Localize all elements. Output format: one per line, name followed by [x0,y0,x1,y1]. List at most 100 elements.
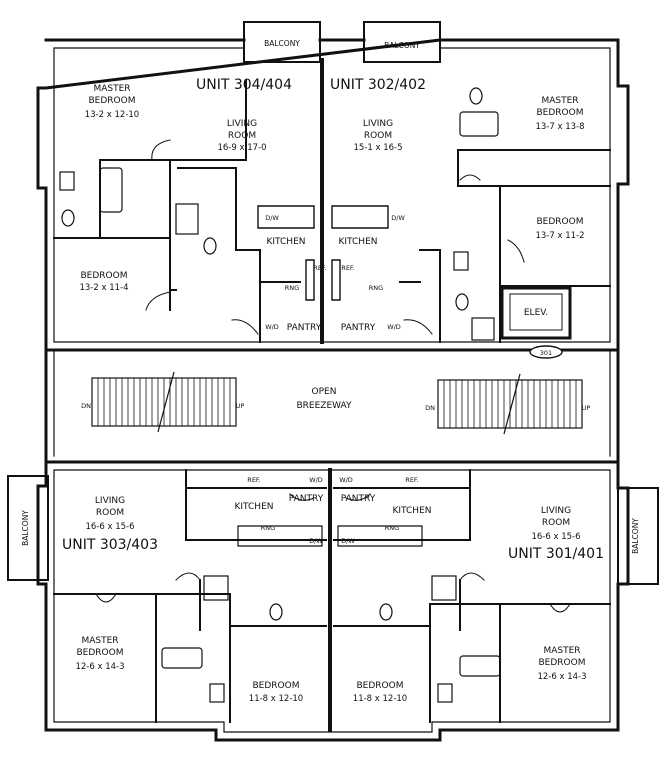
bottom-outer-wall [36,460,630,742]
balcony-top-right-label: BALCONY [384,41,420,50]
toilet-302b [455,293,469,311]
unit-302-walls [399,149,611,343]
unit-303-living-name2: ROOM [96,508,124,518]
unit-304-master-name1: MASTER [93,84,130,94]
fixtures [59,87,501,703]
unit-302-bedroom-dims: 13-7 x 11-2 [535,231,584,241]
labels: BALCONY BALCONY BALCONY BALCONY UNIT 304… [21,39,640,704]
sink-303 [209,683,225,703]
elevator-car [509,293,563,331]
bathtub-304 [99,167,123,213]
shower-303 [203,575,229,601]
unit-304-rng: RNG [285,284,299,292]
breezeway-line2: BREEZEWAY [296,401,352,411]
kitchen-top-walls [257,205,389,301]
unit-302-master-name2: BEDROOM [537,108,584,118]
bottom-inner-wall [53,469,611,733]
door-swings-top [145,139,525,335]
unit-303-master-name1: MASTER [81,636,118,646]
elevator-shaft [500,286,572,340]
unit-302-rng: RNG [369,284,383,292]
unit-301-dw: D/W [341,537,355,545]
unit-303-walls [53,469,327,723]
unit-304-living-name2: ROOM [228,131,256,141]
unit-304-bedroom-dims: 13-2 x 11-4 [79,283,128,293]
unit-301-pantry: PANTRY [341,494,376,504]
unit-301-master-name1: MASTER [543,646,580,656]
bathtub-302 [459,111,499,137]
unit-301-living-name2: ROOM [542,518,570,528]
unit-301-rng: RNG [385,524,399,532]
toilet-301 [379,603,393,621]
unit-302-bedroom-name: BEDROOM [537,217,584,227]
unit-303-living-dims: 16-6 x 15-6 [85,522,134,532]
unit-304-ref: REF. [313,264,326,272]
unit-304-master-name2: BEDROOM [89,96,136,106]
stairs [91,371,583,435]
balcony-left-shape [7,475,49,581]
toilet-304b [203,237,217,255]
unit-302-wd: W/D [387,323,401,331]
balcony-right-label: BALCONY [631,518,640,554]
unit-303-kitchen: KITCHEN [235,502,274,512]
walls [7,21,659,742]
unit-302-pantry: PANTRY [341,323,376,333]
bathtub-303 [161,647,203,669]
unit-302-title: UNIT 302/402 [330,77,426,93]
breezeway-inner [53,349,611,457]
unit-302-elevator: ELEV. [524,308,548,318]
unit-304-title: UNIT 304/404 [196,77,292,93]
shower-301 [431,575,457,601]
unit-302-master-dims: 13-7 x 13-8 [535,122,584,132]
unit-304-master-dims: 13-2 x 12-10 [85,110,139,120]
unit-304-bedroom-name: BEDROOM [81,271,128,281]
balcony-right-shape [617,487,659,585]
door-swings-bottom [95,493,571,613]
unit-303-title: UNIT 303/403 [62,537,158,553]
unit-302-master-name1: MASTER [541,96,578,106]
stair-break-line [503,373,521,435]
bathtub-301 [459,655,501,677]
stair-right-up: UP [582,404,591,412]
unit-302-living-name2: ROOM [364,131,392,141]
unit-302-elevator-tag: 301 [540,349,552,357]
balcony-top-left-label: BALCONY [264,39,300,48]
stair-left-dn: DN [81,402,91,410]
breezeway-line1: OPEN [312,387,337,397]
toilet-303 [269,603,283,621]
unit-301-kitchen: KITCHEN [393,506,432,516]
unit-304-kitchen: KITCHEN [267,237,306,247]
unit-304-dw: D/W [265,214,279,222]
unit-301-bedroom-dims: 11-8 x 12-10 [353,694,407,704]
stair-break-line [157,371,175,433]
unit-301-living-name1: LIVING [541,506,571,516]
unit-302-dw: D/W [391,214,405,222]
unit-304-pantry: PANTRY [287,323,322,333]
stair-left-up: UP [236,402,245,410]
unit-303-bedroom-dims: 11-8 x 12-10 [249,694,303,704]
unit-304-living-dims: 16-9 x 17-0 [217,143,266,153]
stair-right-dn: DN [425,404,435,412]
sink-302 [453,251,469,271]
unit-303-ref: REF. [247,476,260,484]
unit-304-wd: W/D [265,323,279,331]
stair-right [437,373,583,435]
unit-301-bedroom-name: BEDROOM [357,681,404,691]
balcony-top-left-shape [243,21,321,63]
unit-303-wd: W/D [309,476,323,484]
stair-left [91,371,237,433]
unit-303-living-name1: LIVING [95,496,125,506]
breezeway-walls [44,348,620,464]
toilet-302 [469,87,483,105]
unit-303-pantry: PANTRY [289,494,324,504]
unit-301-living-dims: 16-6 x 15-6 [531,532,580,542]
unit-302-living-name1: LIVING [363,119,393,129]
unit-301-title: UNIT 301/401 [508,546,604,562]
unit-304-living-name1: LIVING [227,119,257,129]
unit-303-dw: D/W [309,537,323,545]
unit-303-rng: RNG [261,524,275,532]
top-inner-wall [53,47,611,343]
shower-302 [471,317,495,341]
unit-303-master-name2: BEDROOM [77,648,124,658]
